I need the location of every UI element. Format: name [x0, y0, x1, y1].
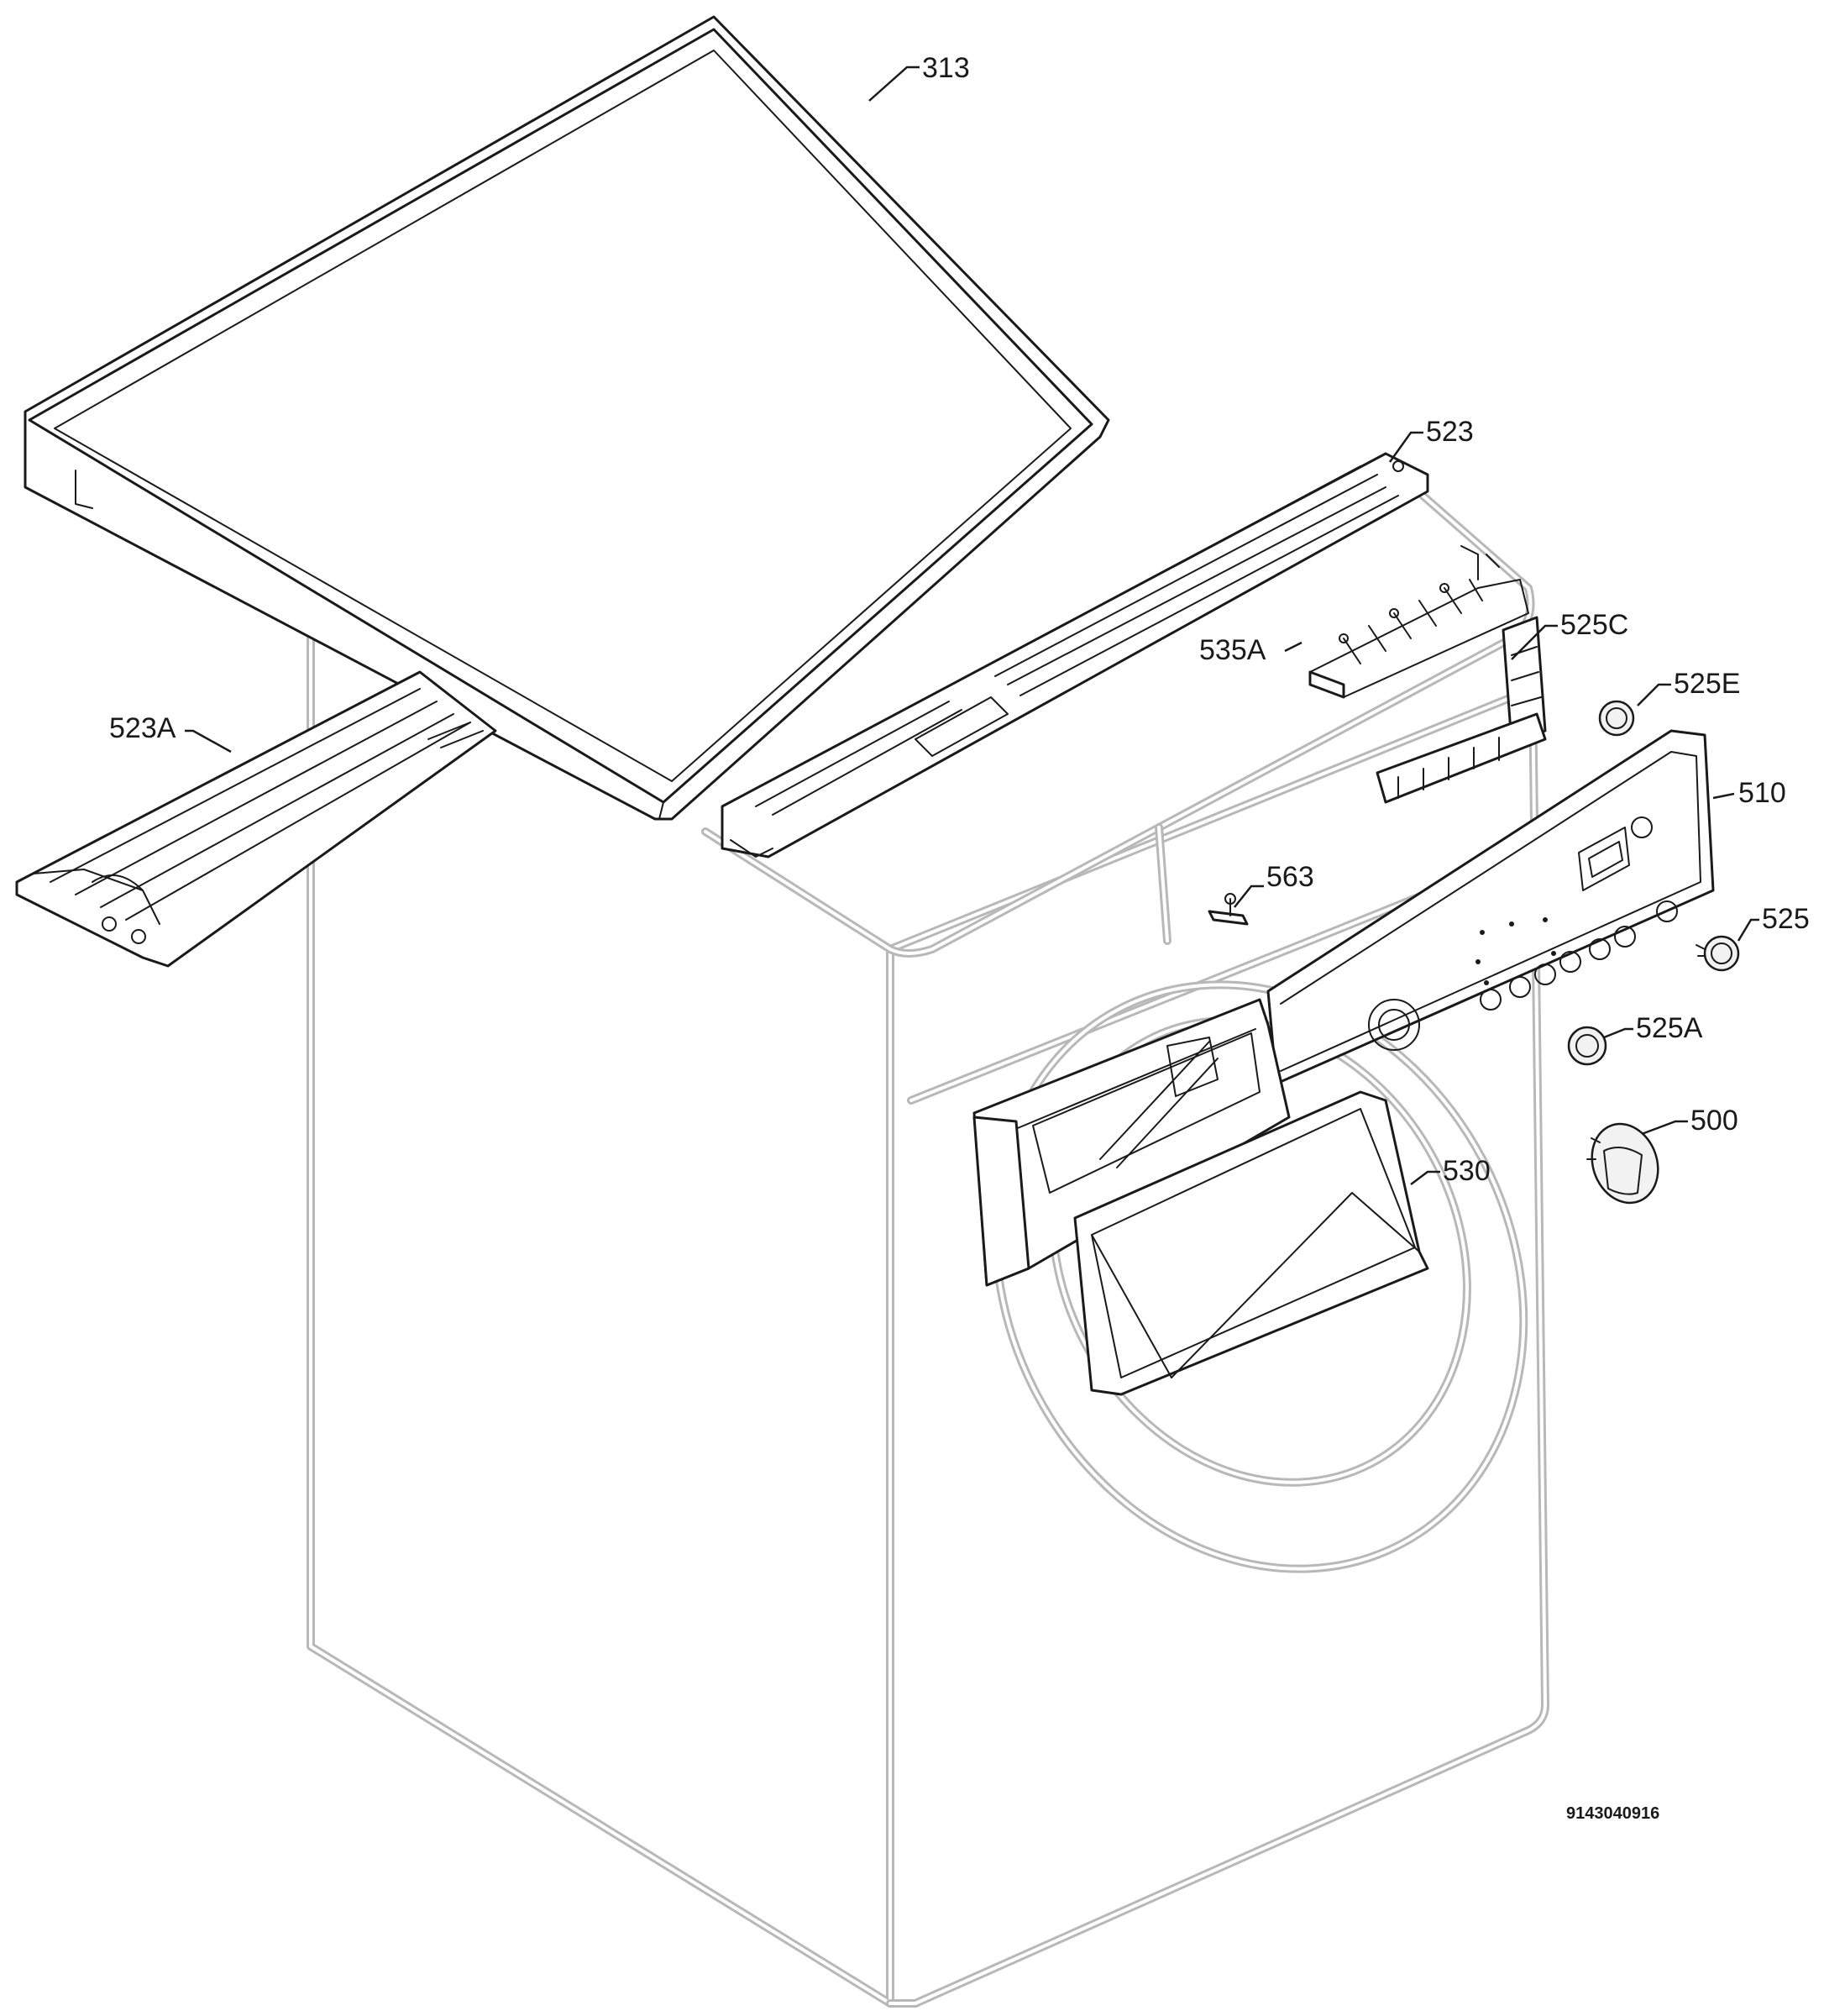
- document-number: 9143040916: [1566, 1804, 1659, 1823]
- knob-525e-part: [1598, 700, 1635, 737]
- pin-part: [1208, 893, 1249, 926]
- callout-510: 510: [1738, 777, 1786, 809]
- detergent-drawer-part: [972, 998, 1429, 1396]
- callout-525a: 525A: [1636, 1012, 1703, 1044]
- worktop-lid-part: [24, 15, 1110, 821]
- callout-525e: 525E: [1674, 668, 1740, 700]
- side-rail-part: [15, 670, 497, 968]
- callout-530: 530: [1443, 1155, 1491, 1187]
- callout-500: 500: [1690, 1105, 1738, 1137]
- rear-rail-bracket-part: [721, 452, 1429, 858]
- knob-525a-part: [1567, 1026, 1607, 1066]
- programme-knob-part: [1586, 1122, 1659, 1205]
- callout-535a: 535A: [1199, 634, 1266, 666]
- callout-523: 523: [1426, 416, 1474, 448]
- switch-block-part: [1376, 616, 1547, 804]
- knob-525-part: [1696, 935, 1740, 972]
- callout-525: 525: [1762, 903, 1810, 935]
- callout-525c: 525C: [1560, 609, 1628, 641]
- callout-523a: 523A: [109, 712, 176, 744]
- wire-harness-connector-part: [1308, 545, 1529, 699]
- door-ring-outline: [991, 980, 1528, 1573]
- callout-labels: 313 523 523A 535A 525C 525E 510 563 525 …: [109, 52, 1810, 1187]
- leader-lines: [185, 66, 1759, 1185]
- callout-313: 313: [922, 52, 970, 84]
- callout-563: 563: [1266, 861, 1314, 893]
